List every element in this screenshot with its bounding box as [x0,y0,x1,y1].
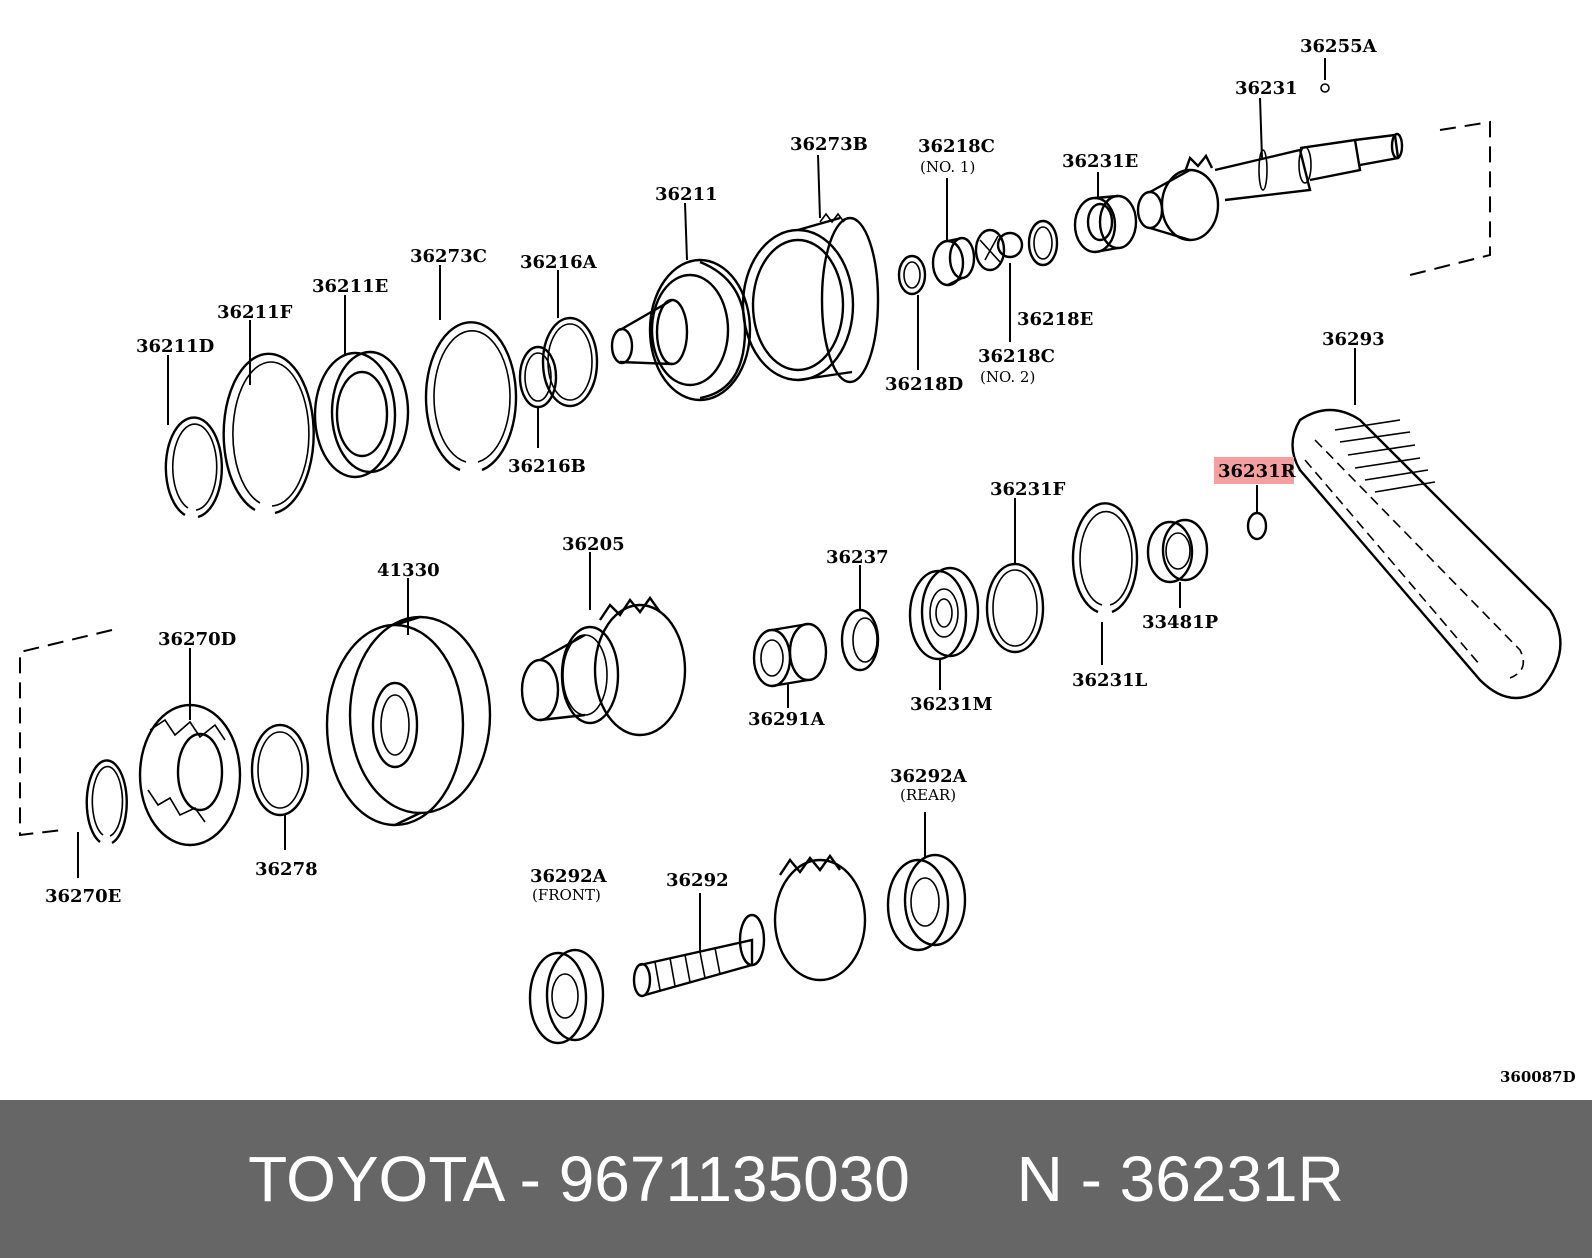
part-36231m-bearing [908,566,980,661]
callout-36255a: 36255A [1300,36,1378,57]
callout-36218c-no1-note: (NO. 1) [920,158,975,176]
part-36291a-needle-bearing [752,622,828,688]
part-36292-shaft [632,853,867,998]
part-36255a [1320,83,1330,93]
callout-36211d: 36211D [136,336,214,357]
callout-36292: 36292 [666,870,729,891]
callout-36216a: 36216A [520,252,598,273]
part-41330-drum [325,615,492,827]
callout-labels: 36255A 36231 36273B 36218C (NO. 1) 36231… [45,36,1576,1086]
part-36231l-snap-ring [1071,502,1139,614]
callout-36231l: 36231L [1072,670,1148,691]
part-36216b-ring [518,345,558,409]
callout-36218c-no1: 36218C [918,136,995,157]
part-36273c-snap-ring [424,321,518,472]
part-36231f-ring [985,562,1045,654]
part-36273b-drum [741,212,880,384]
callout-36231m: 36231M [910,694,993,715]
callout-36292a-rear-note: (REAR) [900,786,956,804]
exploded-parts-diagram: 36255A 36231 36273B 36218C (NO. 1) 36231… [19,36,1576,1086]
callout-36218c-no2: 36218C [978,346,1055,367]
leader-lines [77,58,1356,953]
callout-41330: 41330 [377,560,440,581]
callout-36292a-rear: 36292A [890,766,968,787]
callout-36270e: 36270E [45,886,121,907]
callout-36292a-front-note: (FRONT) [532,886,601,904]
part-36218d-washer [897,254,927,296]
highlight-box [1214,457,1294,484]
callout-36231e: 36231E [1062,151,1138,172]
callout-33481p: 33481P [1142,612,1219,633]
callout-36237: 36237 [826,547,889,568]
callout-36218c-no2-note: (NO. 2) [980,368,1035,386]
part-36270d-clutch-hub [138,703,242,847]
part-36231r-oring [1246,511,1268,541]
part-36231e-bearing [1073,194,1138,254]
callout-36293: 36293 [1322,329,1385,350]
part-36292a-rear-bearing [886,853,967,952]
part-info-banner: TOYOTA - 9671135030 N - 36231R [0,1100,1592,1258]
callout-36231f: 36231F [990,479,1066,500]
part-36237-race [840,608,880,672]
callout-36218d: 36218D [885,374,963,395]
part-36218c-no2-race [974,228,1024,272]
part-36211e-seal [313,350,410,479]
part-36278-ring [250,723,310,817]
part-info-text: TOYOTA - 9671135030 N - 36231R [248,1143,1344,1215]
part-36218e-ring [1027,219,1059,267]
part-36292a-front-bearing [528,948,605,1045]
callout-36216b: 36216B [508,456,586,477]
part-36205-gear [520,595,687,737]
diagram-id: 360087D [1500,1068,1576,1086]
part-36211d-snap-ring [164,416,224,519]
part-36216a-ring [541,316,599,408]
callout-36291a: 36291A [748,709,826,730]
boundary-bracket-left [19,629,113,837]
part-36270e-snap-ring [85,759,128,845]
boundary-bracket-top [1409,120,1491,276]
part-36231-shaft [1136,132,1404,242]
callout-36205: 36205 [562,534,625,555]
callout-36270d: 36270D [158,629,236,650]
callout-36273c: 36273C [410,246,487,267]
callout-36278: 36278 [255,859,318,880]
callout-36211: 36211 [655,184,718,205]
part-36211f-snap-ring [222,352,315,515]
part-36293-chain [1291,408,1562,700]
callout-36211f: 36211F [217,302,293,323]
part-33481p-seal [1146,518,1209,584]
callout-36211e: 36211E [312,276,388,297]
callout-36218e: 36218E [1017,309,1093,330]
part-36211-hub [610,258,752,402]
callout-36231r: 36231R [1218,461,1297,482]
callout-36231: 36231 [1235,78,1298,99]
callout-36273b: 36273B [790,134,868,155]
part-36218c-no1-race [931,236,976,287]
callout-36292a-front: 36292A [530,866,608,887]
